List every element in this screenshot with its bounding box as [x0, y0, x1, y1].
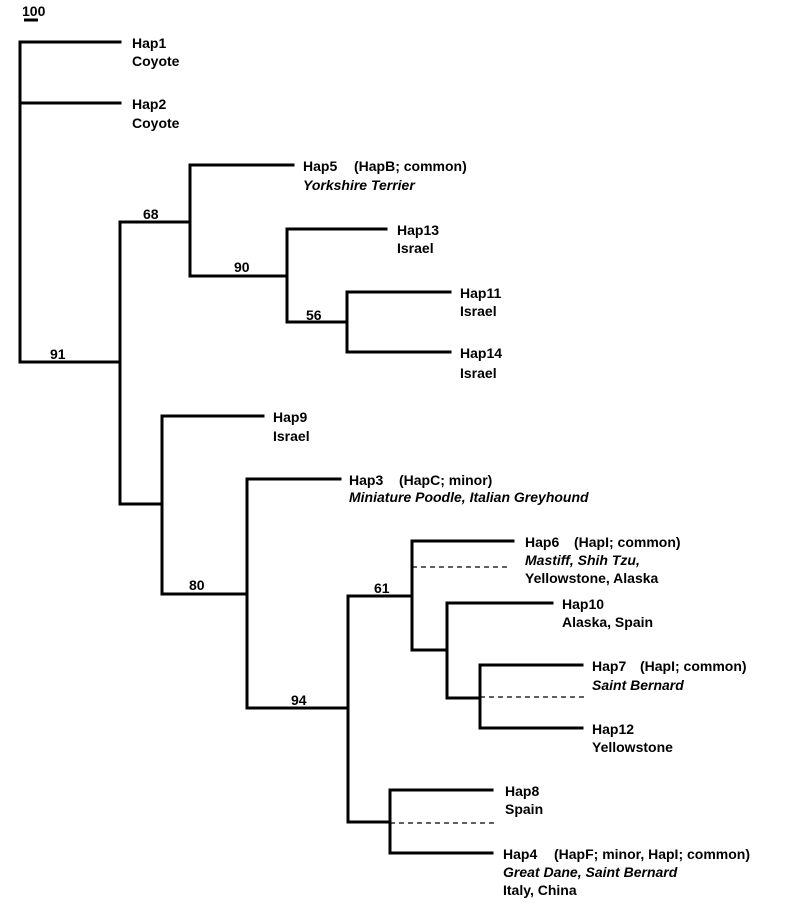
taxon-origin: Israel [273, 428, 310, 444]
taxon-name: Hap13 [397, 222, 439, 238]
bootstrap-94: 94 [291, 692, 307, 708]
taxon-note: (HapI; common) [640, 658, 747, 674]
taxon-name: Hap12 [592, 721, 634, 737]
taxon-name: Hap7 [592, 658, 626, 674]
bootstrap-61: 61 [374, 580, 390, 596]
branches [18, 40, 584, 855]
taxon-name: Hap4 [503, 846, 537, 862]
taxon-name: Hap14 [460, 345, 502, 361]
dashed-branches [390, 566, 586, 824]
taxon-breed: Mastiff, Shih Tzu, [525, 552, 640, 568]
taxon-origin: Israel [397, 240, 434, 256]
taxon-name: Hap10 [562, 596, 604, 612]
taxon-breed: Great Dane, Saint Bernard [503, 864, 678, 880]
bootstrap-91: 91 [50, 346, 66, 362]
bootstrap-56: 56 [306, 307, 322, 323]
taxon-origin: Israel [460, 365, 497, 381]
taxon-note: (HapC; minor) [399, 472, 492, 488]
bootstrap-68: 68 [143, 206, 159, 222]
taxon-name: Hap2 [132, 96, 166, 112]
scale-bar: 100 [22, 3, 46, 22]
taxon-note: (HapB; common) [354, 158, 467, 174]
taxon-origin: Italy, China [503, 882, 577, 898]
taxon-origin: Spain [505, 801, 543, 817]
taxon-breed: Miniature Poodle, Italian Greyhound [349, 489, 589, 505]
bootstrap-90: 90 [234, 259, 250, 275]
taxon-name: Hap1 [132, 35, 166, 51]
taxon-origin: Alaska, Spain [562, 614, 653, 630]
taxon-name: Hap6 [525, 534, 559, 550]
taxon-origin: Yellowstone [592, 739, 673, 755]
taxon-breed: Saint Bernard [592, 677, 684, 693]
taxon-name: Hap9 [273, 409, 307, 425]
taxon-note: (HapI; common) [574, 534, 681, 550]
taxon-note: (HapF; minor, HapI; common) [554, 846, 750, 862]
taxon-origin: Israel [460, 303, 497, 319]
taxon-name: Hap5 [303, 158, 337, 174]
scale-bar-label: 100 [22, 3, 46, 19]
taxon-name: Hap11 [460, 285, 501, 301]
taxon-labels: Hap1 Coyote Hap2 Coyote Hap5 (HapB; comm… [132, 35, 750, 898]
taxon-name: Hap8 [505, 783, 539, 799]
taxon-origin: Yellowstone, Alaska [525, 570, 659, 586]
taxon-origin: Coyote [132, 115, 180, 131]
bootstrap-values: 91 68 90 56 80 94 61 [50, 206, 390, 708]
taxon-name: Hap3 [349, 472, 383, 488]
bootstrap-80: 80 [189, 577, 205, 593]
taxon-origin: Coyote [132, 53, 180, 69]
taxon-breed: Yorkshire Terrier [303, 177, 416, 193]
